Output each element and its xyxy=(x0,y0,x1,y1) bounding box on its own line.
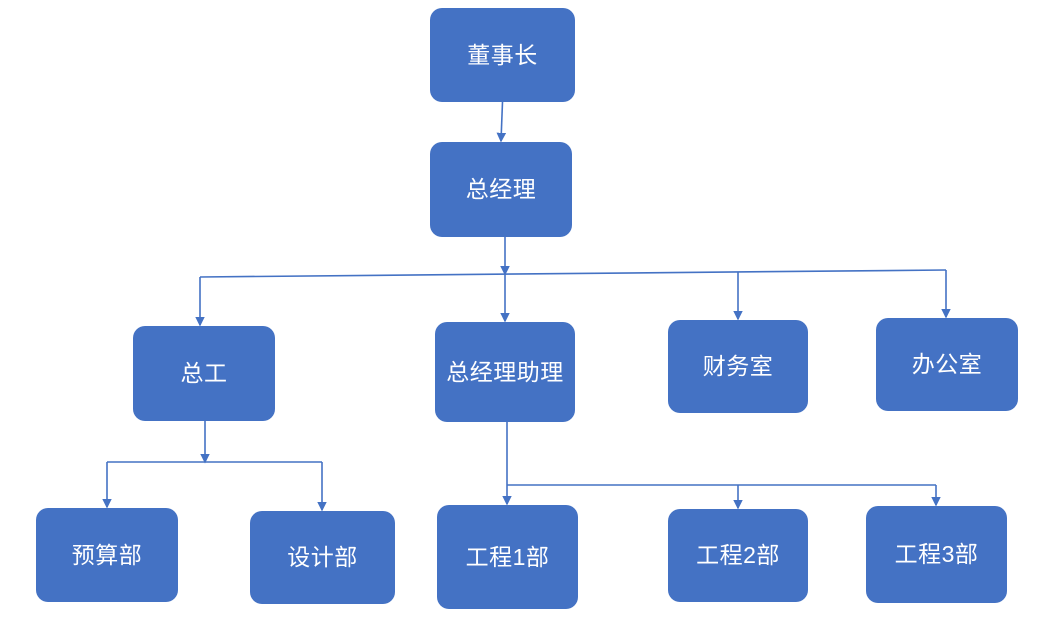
node-label-office: 办公室 xyxy=(911,351,983,378)
node-chairman[interactable]: 董事长 xyxy=(430,8,575,102)
node-office[interactable]: 办公室 xyxy=(876,318,1018,411)
node-label-chairman: 董事长 xyxy=(467,41,538,68)
node-label-design: 设计部 xyxy=(287,544,358,571)
node-label-eng2: 工程2部 xyxy=(696,542,780,569)
node-eng3[interactable]: 工程3部 xyxy=(866,506,1007,603)
edge-chairman-to-gm xyxy=(496,101,507,143)
node-label-gm-asst: 总经理助理 xyxy=(446,358,564,385)
node-gm[interactable]: 总经理 xyxy=(430,142,572,237)
node-label-gm: 总经理 xyxy=(465,176,537,203)
node-label-eng3: 工程3部 xyxy=(894,541,979,568)
node-label-chief-eng: 总工 xyxy=(180,360,228,387)
node-eng1[interactable]: 工程1部 xyxy=(437,505,578,609)
node-finance[interactable]: 财务室 xyxy=(668,320,808,413)
node-budget[interactable]: 预算部 xyxy=(36,508,178,602)
node-chief-eng[interactable]: 总工 xyxy=(133,326,275,421)
node-gm-asst[interactable]: 总经理助理 xyxy=(435,322,575,422)
node-label-eng1: 工程1部 xyxy=(465,543,550,570)
node-label-finance: 财务室 xyxy=(702,353,774,380)
node-eng2[interactable]: 工程2部 xyxy=(668,509,808,602)
node-label-budget: 预算部 xyxy=(71,541,143,568)
edge-gm-bus xyxy=(199,269,947,278)
node-design[interactable]: 设计部 xyxy=(250,511,395,604)
